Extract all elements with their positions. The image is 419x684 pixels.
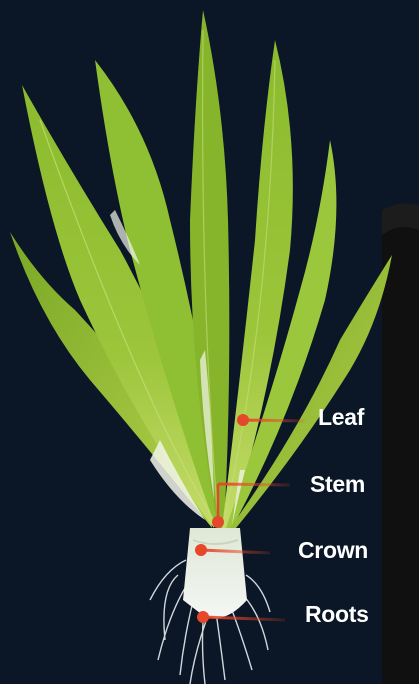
leaves — [10, 10, 392, 528]
label-roots: Roots — [305, 601, 369, 628]
label-crown: Crown — [298, 537, 368, 564]
label-leaf: Leaf — [318, 404, 364, 431]
label-stem: Stem — [310, 471, 365, 498]
crown-base — [183, 528, 247, 618]
